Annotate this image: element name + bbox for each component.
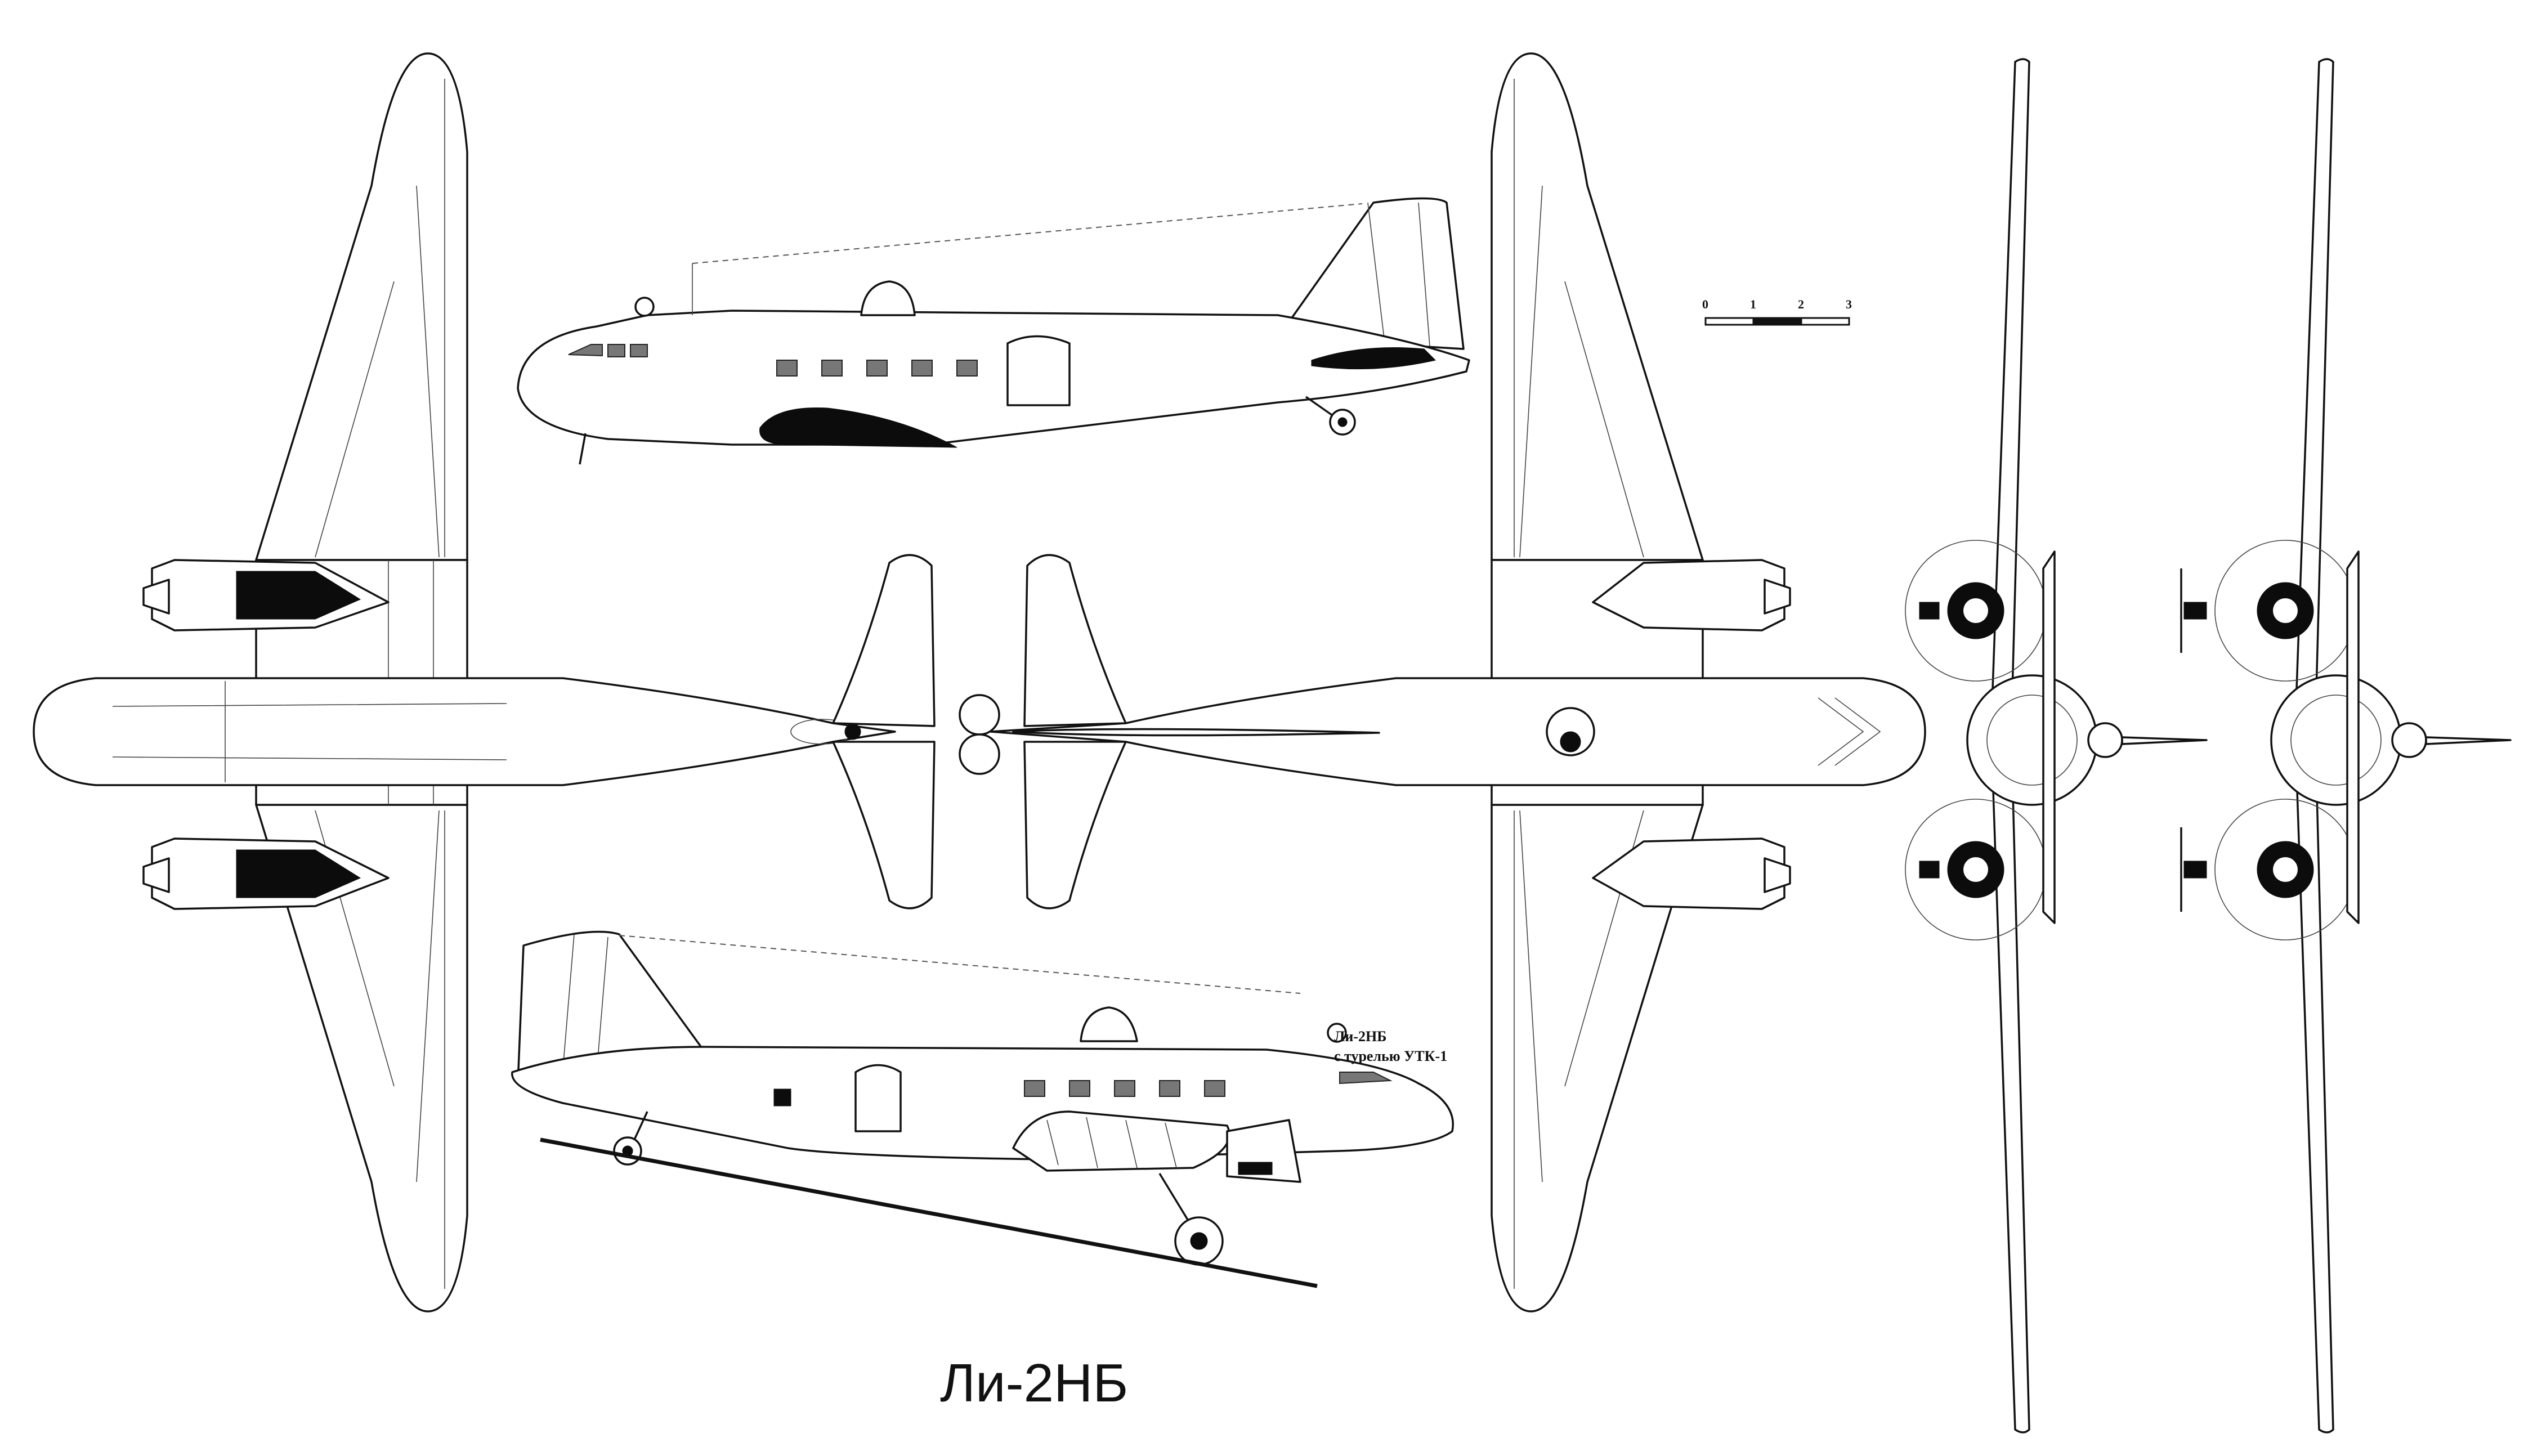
front-view-turret — [2180, 58, 2512, 1433]
front-view-wing-lower — [1992, 770, 2030, 1433]
side-view-right-turret — [1080, 1006, 1138, 1042]
bottom-view-nacelle-lower — [1592, 837, 1785, 910]
side-view-left-fin — [1277, 197, 1465, 350]
scale-tick-0: 0 — [1702, 297, 1708, 311]
scale-tick-1: 1 — [1750, 297, 1756, 311]
bottom-view-nacelle-upper — [1592, 559, 1785, 631]
top-view-stabilizer-upper — [832, 554, 936, 727]
side-view-left-fuselage — [517, 310, 1470, 446]
side-view-left-wing-root — [759, 407, 957, 448]
top-view-wing-upper — [255, 52, 468, 561]
side-view-left — [517, 197, 1470, 465]
front-view-turret-wing-lower — [2295, 770, 2334, 1433]
top-view-stabilizer-lower — [832, 741, 936, 910]
side-view-right-fin — [517, 930, 710, 1085]
top-view — [33, 52, 936, 1312]
bottom-view-stabilizer-upper — [1023, 554, 1127, 727]
side-view-right: Ли-2НБ с турелью УТК-1 — [511, 930, 1454, 1288]
scale-bar: 0 1 2 3 — [1702, 297, 1852, 326]
bottom-view-stabilizer-lower — [1023, 741, 1127, 910]
drawing-title: Ли-2НБ — [940, 1353, 1128, 1413]
top-view-fuselage — [33, 677, 896, 786]
scale-tick-2: 2 — [1798, 297, 1804, 311]
scale-tick-3: 3 — [1846, 297, 1852, 311]
top-view-wing-lower — [255, 804, 468, 1312]
bottom-view — [959, 52, 1926, 1312]
side-view-left-tailplane — [1311, 347, 1436, 370]
front-view-wing-upper — [1992, 58, 2030, 693]
ground-line — [540, 1137, 1318, 1288]
side-view-left-turret — [860, 280, 916, 316]
front-view — [1905, 58, 2208, 1433]
bottom-view-wing-lower — [1491, 804, 1704, 1312]
bottom-view-wing-upper — [1491, 52, 1704, 561]
side-view-right-fuselage — [511, 1046, 1454, 1161]
variant-caption-line2: с турелью УТК-1 — [1334, 1048, 1447, 1064]
front-view-turret-wing-upper — [2295, 58, 2334, 693]
variant-caption-line1: Ли-2НБ — [1334, 1028, 1386, 1045]
